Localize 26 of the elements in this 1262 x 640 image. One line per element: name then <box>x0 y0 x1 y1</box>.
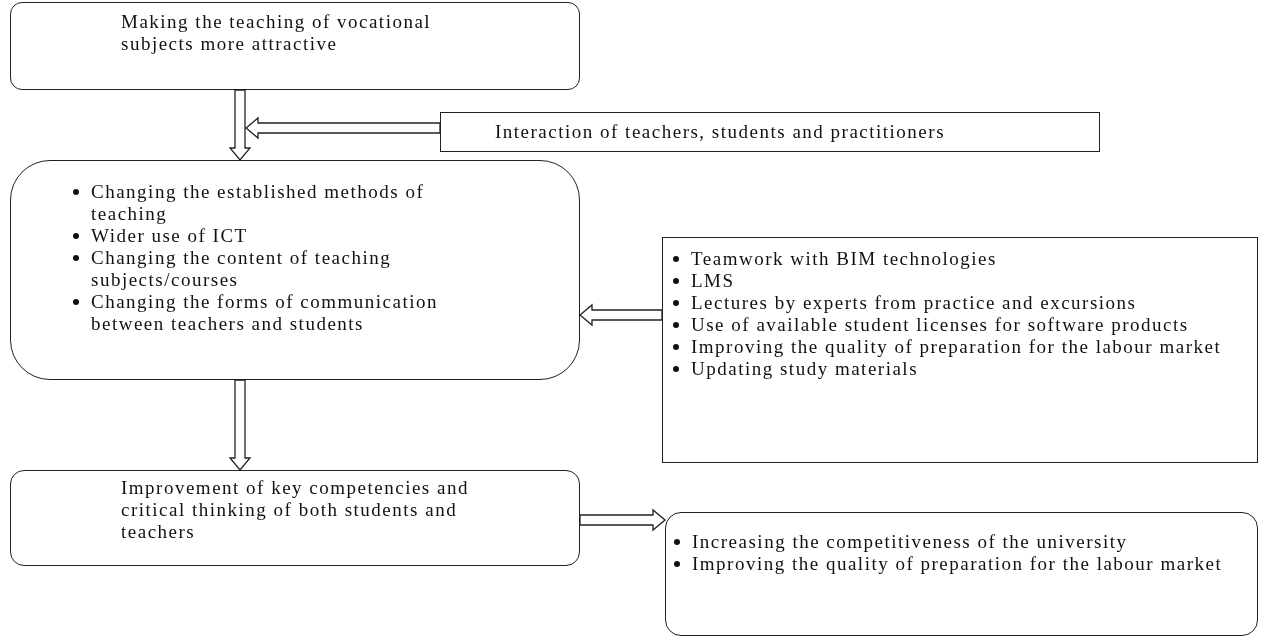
box-text: Improvement of key competencies and critical thinking of both students and teachers <box>121 477 470 543</box>
list-item-text: Changing the established methods of teaching <box>91 181 426 225</box>
list-item-text: LMS <box>691 270 735 292</box>
list-item-text: Teamwork with BIM technologies <box>691 248 997 270</box>
box-text: Interaction of teachers, students and practitioners <box>494 121 947 143</box>
process-box <box>440 112 1100 152</box>
list-item-text: Changing the content of teaching subjects/courses <box>91 247 393 291</box>
list-item-text: Lectures by experts from practice and excursions <box>691 292 1137 314</box>
list-item-text: Updating study materials <box>691 358 919 380</box>
process-box <box>662 237 1258 463</box>
list-item-text: Wider use of ICT <box>91 225 248 247</box>
rounded-box <box>665 512 1258 636</box>
rounded-box <box>10 2 580 90</box>
list-item-text: Use of available student licenses for software products <box>691 314 1189 336</box>
block-arrow <box>579 303 663 327</box>
list-item-text: Improving the quality of preparation for the labour market <box>691 336 1222 358</box>
list-item-text: Increasing the competitiveness of the university <box>692 531 1128 553</box>
rounded-box <box>10 160 580 380</box>
block-arrow <box>245 116 441 140</box>
block-arrow <box>579 508 666 532</box>
block-arrow <box>228 89 252 161</box>
list-item-text: Improving the quality of preparation for the labour market <box>692 553 1223 575</box>
block-arrow <box>228 379 252 471</box>
box-text: Making the teaching of vocational subjects more attractive <box>121 11 433 55</box>
rounded-box <box>10 470 580 566</box>
list-item-text: Changing the forms of communication between teachers and students <box>91 291 439 335</box>
